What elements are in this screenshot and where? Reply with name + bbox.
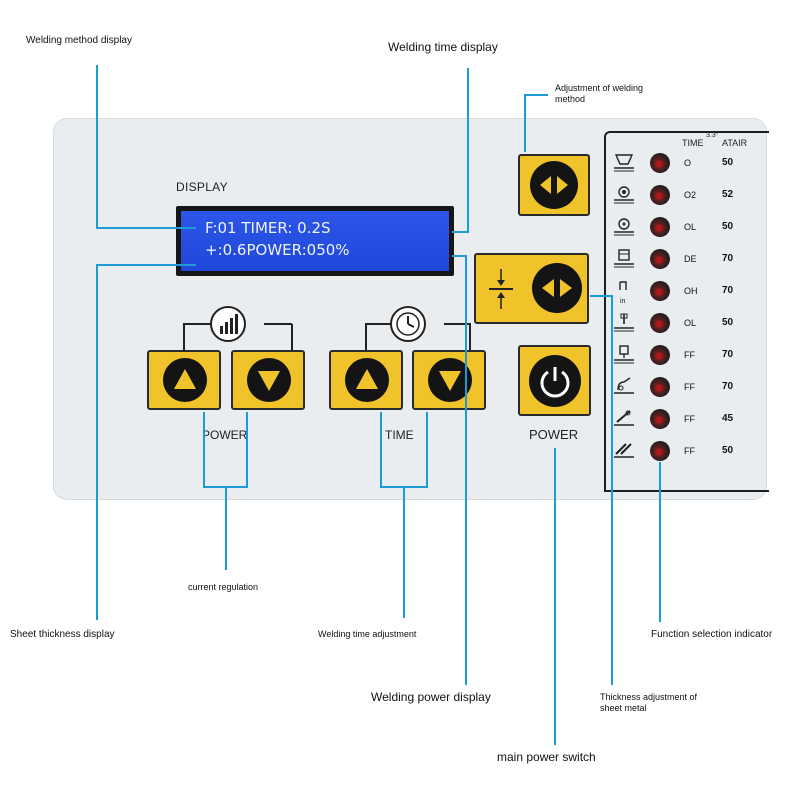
time-up-button[interactable]: [329, 350, 403, 410]
hook-icon: [612, 376, 636, 396]
clamp-icon: [612, 344, 636, 364]
power-group-label: POWER: [202, 428, 248, 442]
power-up-button[interactable]: [147, 350, 221, 410]
function-led-indicator: [650, 441, 670, 461]
down-arrow-icon: [428, 358, 472, 402]
function-value: 50: [722, 445, 734, 456]
up-arrow-icon: [345, 358, 389, 402]
nozzle-icon: [612, 152, 636, 172]
function-led-indicator: [650, 153, 670, 173]
lcd-line-thickness-power: +:0.6POWER:050%: [205, 241, 350, 259]
spot-ring-icon: [612, 184, 636, 204]
function-value: 52: [722, 189, 734, 200]
thickness-icon: [486, 265, 516, 313]
function-value: 70: [722, 253, 734, 264]
lcd-display: F:01 TIMER: 0.2S +:0.6POWER:050%: [176, 206, 454, 276]
function-code: DE: [684, 254, 697, 264]
double-pen-icon: [612, 440, 636, 460]
function-value: 70: [722, 285, 734, 296]
function-code: OH: [684, 286, 698, 296]
display-title: DISPLAY: [176, 180, 228, 194]
target-icon: [612, 216, 636, 236]
function-led-indicator: [650, 217, 670, 237]
probe-icon: [612, 312, 636, 332]
callout-function-selection-indicator: Function selection indicator: [651, 629, 773, 640]
stack-plate-icon: [612, 248, 636, 268]
callout-thickness-adjustment-2: sheet metal: [600, 703, 647, 713]
callout-welding-time-adjustment: Welding time adjustment: [318, 629, 417, 639]
function-led-indicator: [650, 249, 670, 269]
function-code: FF: [684, 414, 695, 424]
function-value: 50: [722, 157, 734, 168]
function-code: FF: [684, 350, 695, 360]
function-header-time: TIME: [682, 138, 704, 148]
power-icon: [529, 355, 581, 407]
callout-thickness-adjustment-1: Thickness adjustment of: [600, 692, 698, 702]
function-selection-panel: [604, 131, 769, 492]
signal-bars-icon: [210, 306, 246, 342]
function-code: O2: [684, 190, 697, 200]
function-led-indicator: [650, 185, 670, 205]
function-led-indicator: [650, 281, 670, 301]
welding-method-adjust-button[interactable]: [518, 154, 590, 216]
bracket-icon: [612, 280, 636, 300]
callout-current-regulation: current regulation: [188, 582, 259, 592]
function-header-extra: 3.3": [706, 132, 719, 139]
callout-adjustment-welding-method-2: method: [555, 94, 586, 104]
function-value: 50: [722, 317, 734, 328]
main-power-label: POWER: [529, 427, 579, 442]
function-code: O: [684, 158, 692, 168]
function-value: 70: [722, 381, 734, 392]
function-value: 45: [722, 413, 734, 424]
time-group-bracket: [365, 323, 471, 350]
function-code: FF: [684, 446, 695, 456]
time-down-button[interactable]: [412, 350, 486, 410]
power-group-bracket: [183, 323, 293, 350]
clock-icon: [390, 306, 426, 342]
pen-icon: [612, 408, 636, 428]
callout-welding-time-display: Welding time display: [388, 40, 498, 54]
lcd-screen: F:01 TIMER: 0.2S +:0.6POWER:050%: [181, 211, 449, 271]
icon-label-in: in: [620, 298, 626, 305]
time-group-label: TIME: [385, 428, 414, 442]
down-arrow-icon: [247, 358, 291, 402]
callout-main-power-switch: main power switch: [497, 750, 596, 764]
function-led-indicator: [650, 345, 670, 365]
power-down-button[interactable]: [231, 350, 305, 410]
function-value: 70: [722, 349, 734, 360]
function-led-indicator: [650, 409, 670, 429]
function-value: 50: [722, 221, 734, 232]
callout-welding-method-display: Welding method display: [26, 35, 132, 46]
function-header-atair: ATAIR: [722, 138, 748, 148]
main-power-button[interactable]: [518, 345, 591, 416]
thickness-adjust-button[interactable]: [474, 253, 589, 324]
callout-sheet-thickness-display: Sheet thickness display: [10, 629, 115, 640]
function-code: FF: [684, 382, 695, 392]
lcd-line-method-time: F:01 TIMER: 0.2S: [205, 219, 331, 237]
function-code: OL: [684, 222, 697, 232]
function-led-indicator: [650, 377, 670, 397]
function-led-indicator: [650, 313, 670, 333]
callout-welding-power-display: Welding power display: [371, 690, 491, 704]
callout-adjustment-welding-method-1: Adjustment of welding: [555, 83, 644, 93]
up-arrow-icon: [163, 358, 207, 402]
left-right-arrows-icon: [532, 263, 582, 313]
left-right-arrows-icon: [530, 161, 578, 209]
function-code: OL: [684, 318, 697, 328]
